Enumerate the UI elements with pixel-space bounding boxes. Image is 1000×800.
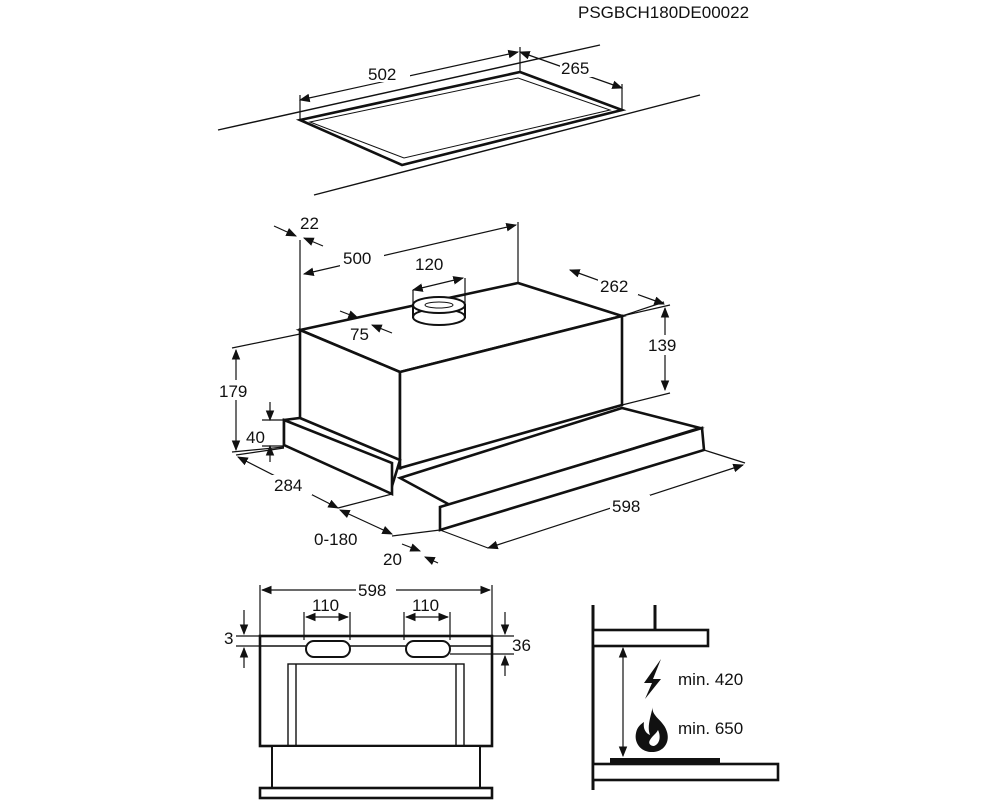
front-panel-label: 20 [383, 550, 402, 569]
opening-depth-label: 36 [512, 636, 531, 655]
flame-icon [635, 706, 668, 752]
extension-range-label: 0-180 [314, 530, 357, 549]
cutout-width-label: 502 [368, 65, 396, 84]
clearance-view: min. 420 min. 650 [591, 605, 780, 790]
hood-width-label: 598 [612, 497, 640, 516]
body-height-label: 139 [648, 336, 676, 355]
clearance-electric-label: min. 420 [678, 670, 743, 689]
hood-isometric-view: 22 500 120 75 262 139 179 [218, 214, 746, 569]
top-gap-label: 3 [224, 629, 233, 648]
opening-right-label: 110 [412, 596, 439, 615]
clearance-gas-label: min. 650 [678, 719, 743, 738]
panel-height-label: 40 [246, 428, 265, 447]
lightning-icon [644, 659, 661, 699]
cutout-depth-label: 265 [561, 59, 589, 78]
duct-opening-left [305, 640, 351, 658]
total-height-label: 179 [219, 382, 247, 401]
opening-left-label: 110 [312, 596, 339, 615]
depth-top-label: 262 [600, 277, 628, 296]
duct-height-label: 75 [350, 325, 369, 344]
total-depth-label: 284 [274, 476, 302, 495]
ceiling-cutout-view: 502 265 [217, 44, 701, 196]
document-code: PSGBCH180DE00022 [578, 3, 749, 22]
front-width-label: 598 [358, 581, 386, 600]
duct-opening-right [405, 640, 451, 658]
duct-offset-label: 500 [343, 249, 371, 268]
wall-offset-label: 22 [300, 214, 319, 233]
duct-diameter-label: 120 [415, 255, 443, 274]
duct-collar [412, 296, 466, 326]
hood-front-view: 598 110 110 3 36 [224, 580, 531, 800]
